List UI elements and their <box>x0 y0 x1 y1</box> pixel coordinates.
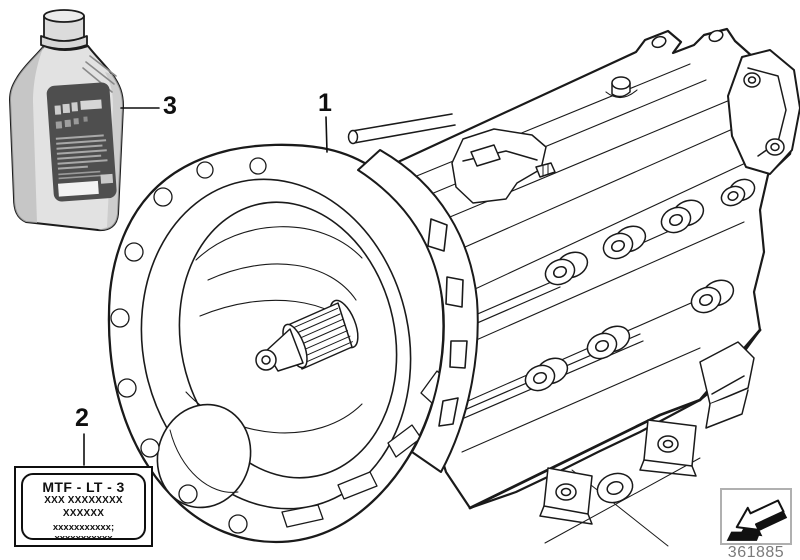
oil-spec-plate-inner: MTF - LT - 3 XXX XXXXXXXX XXXXXX xxxxxxx… <box>21 473 146 540</box>
dome-shade-line <box>169 429 239 493</box>
clutch-dome <box>156 403 252 509</box>
leader-line-1 <box>325 116 328 153</box>
callout-3-oil-bottle: 3 <box>163 92 177 120</box>
case-ribs <box>401 63 753 453</box>
tab-hole <box>651 35 667 49</box>
gear-case <box>347 27 800 547</box>
callout-1-transmission: 1 <box>318 89 332 117</box>
connector-bracket <box>451 128 556 204</box>
mounting-legs <box>539 341 755 525</box>
bottle-cap <box>40 9 88 50</box>
diagram-part-number: 361885 <box>727 544 785 560</box>
plate-line3: xxxxxxxxxxx; xxxxxxxxxxx <box>52 522 115 540</box>
rim-slots <box>281 370 449 528</box>
callout-2-oil-spec-plate: 2 <box>75 404 89 432</box>
tab-hole <box>708 29 724 43</box>
direction-arrow-icon <box>726 498 788 541</box>
oil-bottle-illustration <box>9 9 124 232</box>
mount-bosses <box>524 178 756 392</box>
input-shaft <box>255 299 359 372</box>
leader-lines <box>83 107 328 466</box>
rear-flange <box>727 49 800 175</box>
oil-spec-plate: MTF - LT - 3 XXX XXXXXXXX XXXXXX xxxxxxx… <box>14 466 153 547</box>
bottle-label <box>46 82 117 202</box>
direction-arrow-box <box>720 488 792 545</box>
breather-plug <box>605 76 638 99</box>
plate-title: MTF - LT - 3 <box>42 479 125 495</box>
bottle-left-shade <box>10 46 44 223</box>
flange-bolt-holes <box>110 157 267 534</box>
plate-line2: XXX XXXXXXXX XXXXXX <box>44 495 123 519</box>
shift-rod <box>347 113 456 145</box>
bottle-right-shade <box>98 72 123 231</box>
flange-band <box>357 149 479 473</box>
